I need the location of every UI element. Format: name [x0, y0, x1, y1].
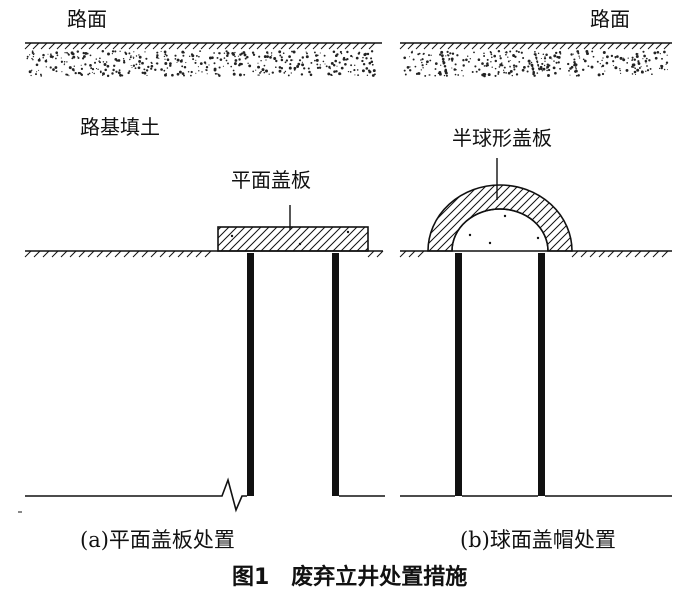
label-road-surface-right: 路面 — [590, 7, 630, 31]
flat-cover-plate — [217, 226, 369, 252]
label-subgrade-fill: 路基填土 — [80, 115, 160, 139]
label-road-surface-left: 路面 — [67, 7, 107, 31]
ground-line-a — [24, 250, 384, 258]
shaft-wall-b-right — [538, 253, 545, 496]
figure-title: 图1 废弃立井处置措施 — [232, 565, 468, 590]
label-flat-cover: 平面盖板 — [231, 168, 311, 192]
road-surface-layer-right — [399, 42, 672, 78]
label-hemisphere-cover: 半球形盖板 — [452, 126, 552, 150]
shaft-wall-a-right — [332, 253, 339, 496]
road-surface-layer-left — [24, 42, 382, 78]
ground-line-b — [399, 250, 672, 258]
shaft-wall-a-left — [247, 253, 254, 496]
bottom-break-line-a — [25, 477, 385, 513]
hemisphere-cover — [427, 184, 573, 252]
caption-b: (b)球面盖帽处置 — [460, 528, 616, 552]
caption-a: (a)平面盖板处置 — [80, 528, 235, 552]
shaft-wall-b-left — [455, 253, 462, 496]
